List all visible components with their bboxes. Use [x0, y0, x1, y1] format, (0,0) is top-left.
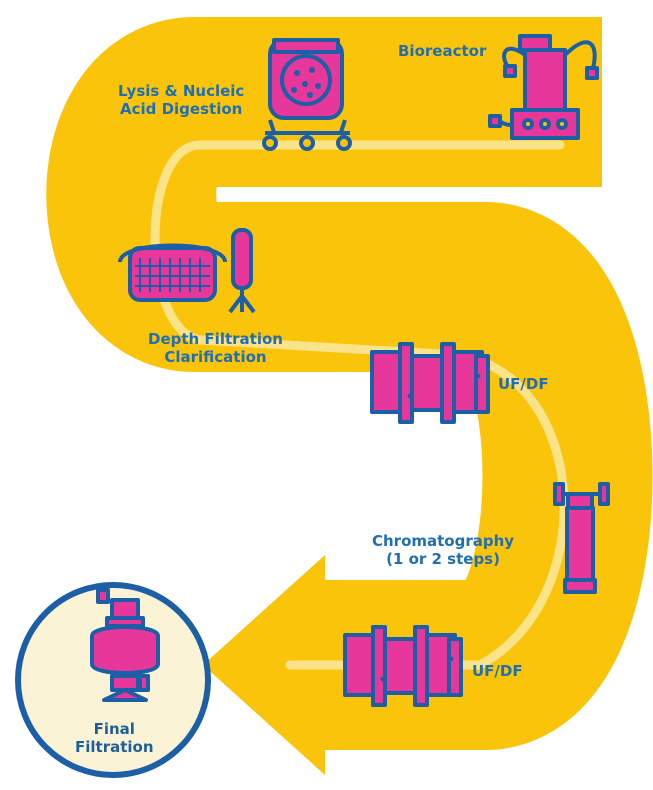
depth-filter-icon [118, 228, 256, 314]
arrow-head [203, 555, 325, 775]
label-line: Clarification [164, 348, 267, 366]
label-ufdf-2: UF/DF [472, 662, 523, 680]
chromatography-column-icon [553, 482, 610, 594]
final-filter-capsule-icon [90, 588, 160, 702]
label-line: UF/DF [472, 662, 523, 680]
bioreactor-icon [488, 34, 599, 140]
label-line: Chromatography [372, 532, 515, 550]
label-ufdf-1: UF/DF [498, 375, 549, 393]
label-line: Depth Filtration [148, 330, 283, 348]
label-final-filtration: Final Filtration [75, 720, 154, 756]
lysis-vessel-icon [262, 38, 352, 151]
label-depth-filtration: Depth Filtration Clarification [148, 330, 283, 366]
label-lysis: Lysis & Nucleic Acid Digestion [118, 82, 244, 118]
ufdf-cassette-icon-2 [343, 625, 463, 707]
label-line: Filtration [75, 738, 154, 756]
s-path-band [46, 17, 653, 750]
label-line: Acid Digestion [119, 100, 243, 118]
label-line: Bioreactor [398, 42, 487, 60]
label-line: UF/DF [498, 375, 549, 393]
label-line: Final [93, 720, 135, 738]
label-chromatography: Chromatography (1 or 2 steps) [372, 532, 514, 568]
label-line: (1 or 2 steps) [386, 550, 500, 568]
label-line: Lysis & Nucleic [118, 82, 245, 100]
ufdf-cassette-icon [370, 342, 490, 424]
label-bioreactor: Bioreactor [398, 42, 486, 60]
